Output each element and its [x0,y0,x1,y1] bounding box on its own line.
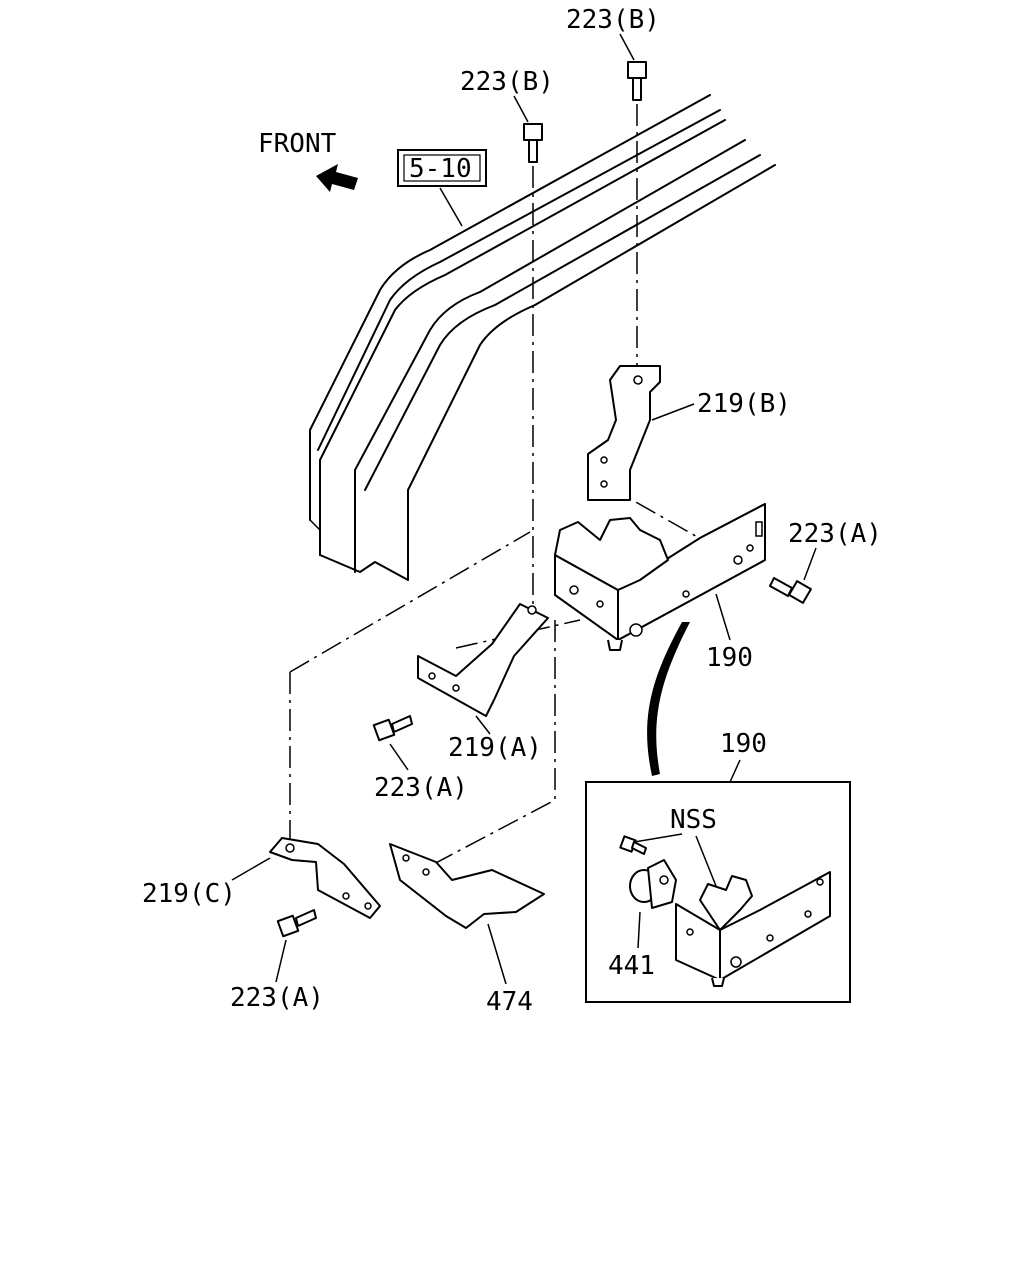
arrow-left-icon [316,164,358,192]
reference-box: 5-10 [397,149,487,187]
detail-leader [647,622,690,776]
detail-small-bolt [619,835,647,855]
plate-474 [389,843,545,929]
frame-rail [309,94,776,581]
bracket-190 [554,503,766,651]
bracket-219b [587,365,661,501]
callout-190: 190 [706,643,753,673]
callout-219c: 219(C) [142,879,236,909]
callout-190-detail: 190 [720,729,767,759]
callout-474: 474 [486,987,533,1017]
front-label: FRONT [258,129,337,159]
bolt-223a-bottom [276,909,317,938]
callout-223b-top: 223(B) [566,5,660,35]
callout-223b-left: 223(B) [460,67,554,97]
callout-223a-mid: 223(A) [374,773,468,803]
bolt-223a-right [769,577,812,604]
callout-223a-bottom: 223(A) [230,983,324,1013]
callout-219b: 219(B) [697,389,791,419]
bracket-219c [269,837,381,919]
callout-223a-right: 223(A) [788,519,882,549]
callout-nss: NSS [670,805,717,835]
bolt-223a-mid [372,715,413,742]
bracket-219a [417,603,549,717]
bolt-223b-left [523,123,543,163]
part-441 [629,859,677,909]
callout-441: 441 [608,951,655,981]
detail-bracket-190 [675,871,831,987]
callout-219a: 219(A) [448,733,542,763]
reference-label: 5-10 [409,154,472,184]
bolt-223b-top [627,61,647,101]
